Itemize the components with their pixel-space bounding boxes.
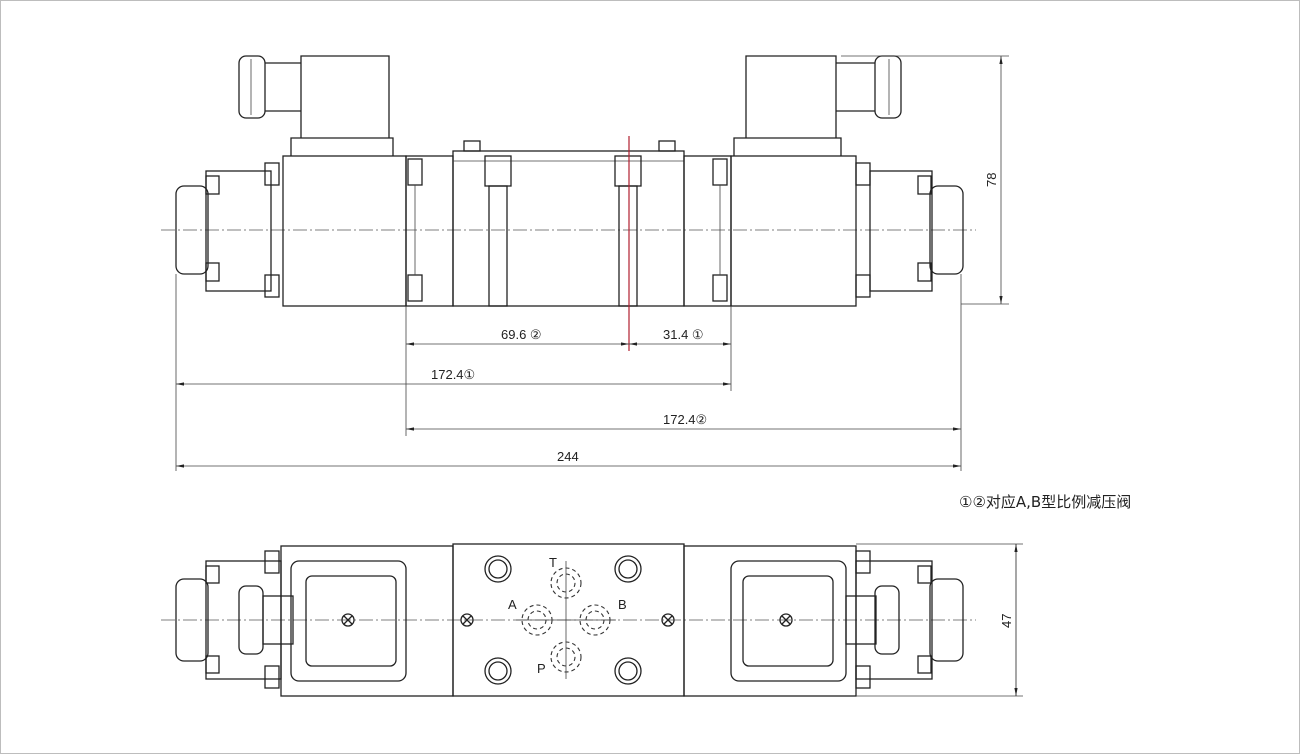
ports: [516, 561, 616, 679]
port-a-label: A: [508, 597, 517, 612]
left-connector-top: [305, 575, 397, 667]
valve-body: [452, 150, 685, 307]
mounting-bolts: [484, 555, 642, 685]
dim-78-label: 78: [984, 173, 999, 187]
left-connector: [290, 55, 394, 156]
screw-icon: [779, 613, 793, 627]
top-view: T A B P 47: [161, 543, 1023, 697]
side-view: 69.6 ② 31.4 ① 172.4① 172.4② 244 78: [161, 55, 1009, 471]
right-plate: [869, 170, 933, 292]
dim-47-label: 47: [999, 614, 1014, 628]
left-spacer: [405, 155, 454, 307]
right-coil-top: [683, 545, 857, 697]
dim-172-4-a-label: 172.4①: [431, 367, 475, 382]
dim-244-label: 244: [557, 449, 579, 464]
dim-31-4-label: 31.4 ①: [663, 327, 704, 342]
left-solenoid-coil: [282, 155, 407, 307]
dim-69-6-label: 69.6 ②: [501, 327, 542, 342]
model-note: ①②对应A,B型比例减压阀: [959, 493, 1131, 511]
port-b-label: B: [618, 597, 627, 612]
right-end-cap: [929, 185, 964, 275]
port-p-label: P: [537, 661, 546, 676]
left-coil-top: [280, 545, 454, 697]
right-connector: [733, 55, 842, 156]
right-solenoid-coil: [730, 155, 857, 307]
left-plate: [205, 170, 272, 292]
right-spacer: [683, 155, 732, 307]
right-connector-top: [742, 575, 834, 667]
screw-icon: [341, 613, 355, 627]
port-t-label: T: [549, 555, 557, 570]
dim-172-4-b-label: 172.4②: [663, 412, 707, 427]
left-end-cap: [175, 185, 209, 275]
